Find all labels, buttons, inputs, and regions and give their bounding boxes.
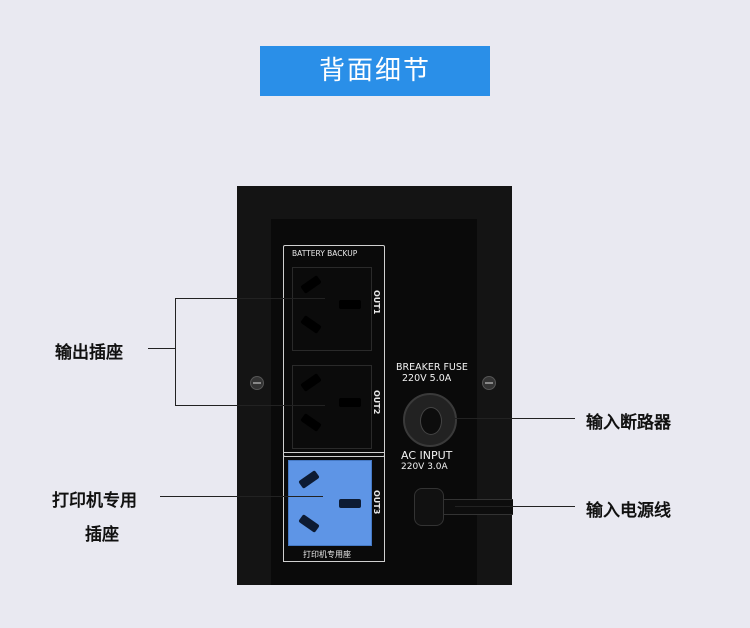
outlet-out1 xyxy=(292,267,372,351)
callout-line-outputs xyxy=(148,348,175,349)
breaker-fuse-label: BREAKER FUSE xyxy=(396,362,468,373)
outlet-pin-slot xyxy=(339,499,361,508)
ac-input-rating: 220V 3.0A xyxy=(401,462,448,472)
callout-outputs: 输出插座 xyxy=(55,343,123,363)
page-title-banner: 背面细节 xyxy=(260,46,490,96)
callout-printer-line2: 插座 xyxy=(85,525,119,545)
outlet-out3-printer xyxy=(288,460,372,546)
battery-backup-frame xyxy=(283,245,385,457)
out2-label: OUT2 xyxy=(372,390,381,415)
outlet-pin-slot xyxy=(300,275,322,294)
outlet-pin-slot xyxy=(339,300,361,309)
out3-label: OUT3 xyxy=(372,490,381,515)
callout-breaker: 输入断路器 xyxy=(586,413,671,433)
power-cord xyxy=(438,499,513,515)
outlet-pin-slot xyxy=(300,373,322,392)
ac-input-label: AC INPUT xyxy=(401,449,453,462)
callout-line-out1 xyxy=(175,298,325,299)
out1-label: OUT1 xyxy=(372,290,381,315)
callout-bracket xyxy=(175,298,176,406)
outlet-pin-slot xyxy=(339,398,361,407)
callout-line-printer xyxy=(160,496,323,497)
callout-power-cord: 输入电源线 xyxy=(586,501,671,521)
breaker-knob xyxy=(403,393,457,447)
outlet-pin-slot xyxy=(298,514,320,533)
outlet-out2 xyxy=(292,365,372,449)
outlet-pin-slot xyxy=(298,470,320,489)
outlet-pin-slot xyxy=(300,413,322,432)
breaker-reset-button xyxy=(420,407,442,435)
screw-icon xyxy=(482,376,496,390)
printer-socket-frame xyxy=(283,452,385,562)
callout-line-power xyxy=(455,506,575,507)
printer-socket-label: 打印机专用座 xyxy=(300,549,354,560)
power-cord-plug xyxy=(414,488,444,526)
callout-line-breaker xyxy=(455,418,575,419)
battery-backup-label: BATTERY BACKUP xyxy=(292,249,358,258)
callout-printer-line1: 打印机专用 xyxy=(52,491,137,511)
screw-icon xyxy=(250,376,264,390)
breaker-rating-label: 220V 5.0A xyxy=(402,373,452,384)
callout-line-out2 xyxy=(175,405,325,406)
outlet-pin-slot xyxy=(300,315,322,334)
